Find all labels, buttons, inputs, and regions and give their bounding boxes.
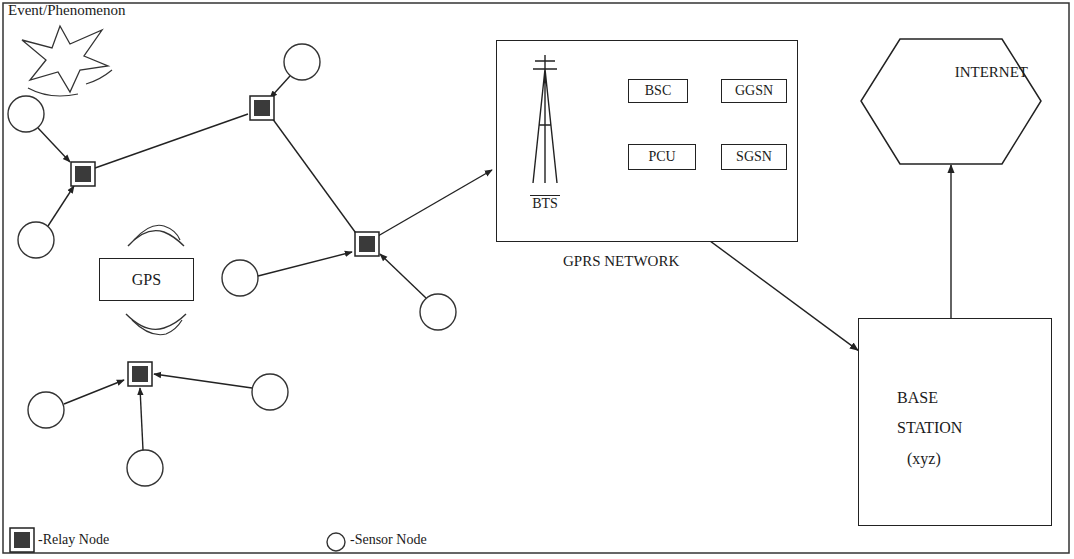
sgsn-box: SGSN [721,144,787,170]
bsc-box: BSC [628,79,688,103]
internet-hexagon: INTERNET [860,38,1042,165]
station-name: BASE STATION [897,383,983,444]
gps-box: GPS [99,258,194,301]
connector [950,165,951,318]
box-label: PCU [648,149,675,165]
hexagon-outline [860,38,1042,165]
legend-text: -Sensor Node [350,532,427,548]
tower-label: BTS [530,195,560,213]
antenna-tower [529,53,561,185]
bts-tower: BTS [519,53,571,213]
gprs-network-box: GPRS NETWORKBTSBSCGGSNPCUSGSN [496,40,798,242]
legend-text: -Relay Node [38,532,109,548]
event-label: Event/Phenomenon [8,2,125,19]
box-label: SGSN [736,149,772,165]
base-station-box: BASE STATION(xyz) [858,318,1052,526]
cloud-label: INTERNET [955,64,1028,81]
pcu-box: PCU [628,144,696,170]
box-label: GGSN [735,83,773,99]
ggsn-box: GGSN [721,79,787,103]
box-label: GPS [132,271,161,289]
network-heading: GPRS NETWORK [563,253,679,270]
station-id: (xyz) [907,444,941,474]
box-label: BSC [645,83,671,99]
